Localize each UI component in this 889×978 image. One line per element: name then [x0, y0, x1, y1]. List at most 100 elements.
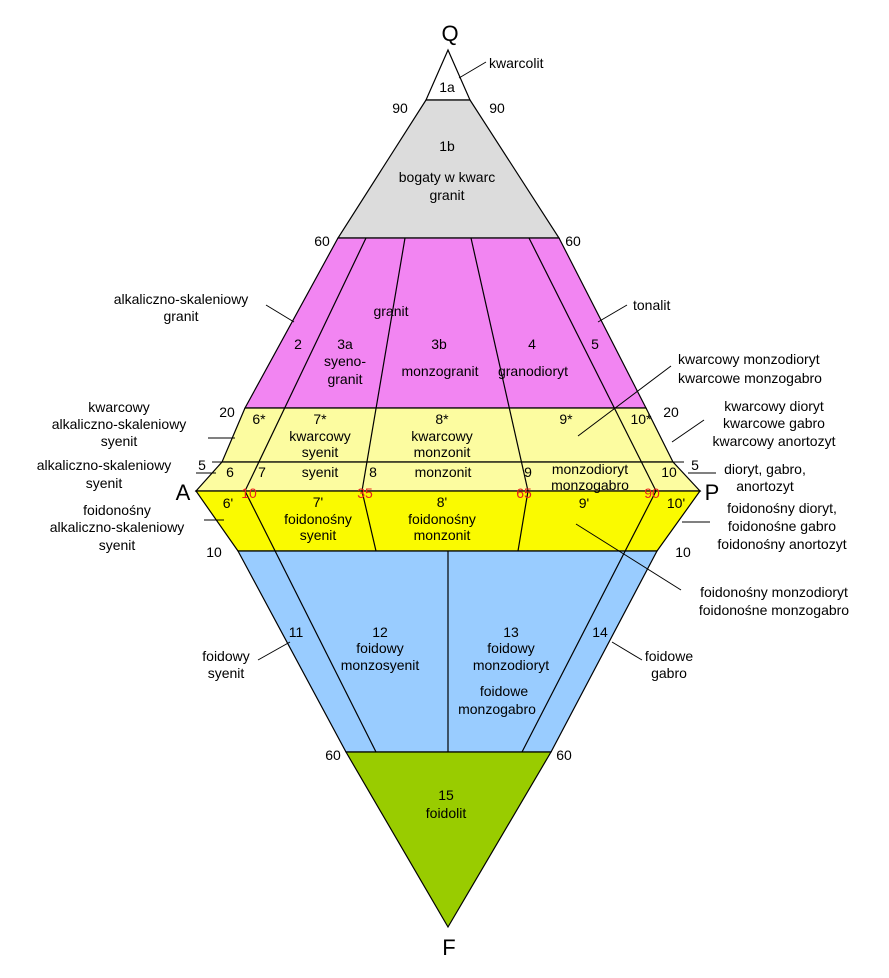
callout-kwarcolit: kwarcolit [489, 55, 544, 71]
label-13: 13 [503, 624, 519, 640]
callout-qd-2: kwarcowe gabro [723, 415, 825, 431]
label-8p-name2: monzonit [414, 527, 471, 543]
tick-f10-right: 10 [675, 544, 691, 560]
label-6: 6 [226, 464, 234, 480]
label-7s: 7* [313, 411, 327, 427]
tick-q5-left: 5 [198, 457, 206, 473]
label-11: 11 [289, 624, 304, 640]
vertex-labels: Q A P F [176, 21, 720, 960]
label-3-granit: granit [373, 303, 408, 319]
label-7p-name1: foidonośny [284, 511, 352, 527]
label-7s-name1: kwarcowy [289, 428, 350, 444]
callout-foid-alk-2: alkaliczno-skaleniowy [50, 519, 185, 535]
tick-q90-right: 90 [489, 100, 505, 116]
callout-tonalit: tonalit [633, 297, 670, 313]
tick-f10-left: 10 [206, 544, 222, 560]
callout-foid-dioryt-2: foidonośne gabro [728, 518, 836, 534]
tick-q20-left: 20 [219, 404, 235, 420]
division-lines [244, 237, 657, 753]
label-12: 12 [372, 624, 388, 640]
red-tick-10: 10 [241, 485, 257, 501]
label-13-name4: monzogabro [458, 701, 536, 717]
callout-dioryt-2: anortozyt [736, 478, 794, 494]
label-8-name: monzonit [415, 464, 472, 480]
label-3a: 3a [337, 336, 353, 352]
callout-foidowe-gabro-1: foidowe [645, 648, 693, 664]
callout-q-alk-syenit-2: alkaliczno-skaleniowy [52, 416, 187, 432]
tick-q90-left: 90 [392, 100, 408, 116]
callout-labels: kwarcolit alkaliczno-skaleniowy granit t… [37, 55, 850, 681]
tick-f60-left: 60 [325, 747, 341, 763]
tick-q20-right: 20 [663, 404, 679, 420]
callout-alk-granit-1: alkaliczno-skaleniowy [114, 291, 249, 307]
callout-foid-mzd-2: foidonośne monzogabro [699, 602, 849, 618]
callout-foidowe-gabro-2: gabro [651, 665, 687, 681]
label-7s-name2: syenit [302, 444, 339, 460]
tick-q60-left: 60 [314, 233, 330, 249]
label-6p: 6' [223, 495, 233, 511]
callout-foid-alk-1: foidonośny [83, 502, 151, 518]
red-tick-90: 90 [644, 485, 660, 501]
divline-65-upper [470, 237, 529, 492]
label-5: 5 [591, 336, 599, 352]
label-12-name1: foidowy [356, 640, 403, 656]
label-8s: 8* [435, 411, 449, 427]
label-14: 14 [592, 624, 608, 640]
vertex-a: A [176, 480, 191, 505]
label-7p: 7' [313, 494, 323, 510]
divline-35-upper [361, 237, 406, 492]
label-8p-name1: foidonośny [408, 511, 476, 527]
label-8: 8 [369, 464, 377, 480]
callout-foid-mzd-1: foidonośny monzodioryt [700, 584, 848, 600]
red-tick-35: 35 [357, 485, 373, 501]
divline-10-lower [244, 490, 377, 753]
callout-qd-3: kwarcowy anortozyt [713, 433, 836, 449]
tick-f60-right: 60 [556, 747, 572, 763]
tick-q5-right: 5 [691, 457, 699, 473]
red-tick-65: 65 [516, 485, 532, 501]
label-3a-name1: syeno- [324, 353, 366, 369]
label-9s: 9* [559, 411, 573, 427]
label-15-name: foidolit [426, 805, 467, 821]
label-7: 7 [258, 464, 266, 480]
region-foidolite [344, 751, 553, 929]
divline-35-lower [361, 490, 377, 552]
label-15: 15 [438, 787, 454, 803]
label-10: 10 [661, 464, 677, 480]
label-8p: 8' [437, 494, 447, 510]
red-ticks: 10 35 65 90 [241, 485, 660, 501]
label-9-name2: monzogabro [551, 477, 629, 493]
callout-qmd-2: kwarcowe monzogabro [678, 370, 822, 386]
callout-foid-dioryt-1: foidonośny dioryt, [727, 500, 837, 516]
callout-alk-syenit-2: syenit [86, 475, 123, 491]
callout-dioryt-1: dioryt, gabro, [724, 461, 806, 477]
tick-q60-right: 60 [565, 233, 581, 249]
label-7p-name2: syenit [300, 527, 337, 543]
label-9-name1: monzodioryt [552, 461, 628, 477]
label-10s: 10* [630, 411, 652, 427]
divline-90-lower [521, 490, 657, 753]
label-1b: 1b [439, 138, 455, 154]
label-13-name1: foidowy [487, 640, 534, 656]
callout-foidowy-syenit-1: foidowy [202, 648, 249, 664]
label-6s: 6* [252, 411, 266, 427]
callout-alk-syenit-1: alkaliczno-skaleniowy [37, 457, 172, 473]
callout-qd-1: kwarcowy dioryt [724, 398, 824, 414]
callout-foid-dioryt-3: foidonośny anortozyt [717, 536, 846, 552]
label-1b-name2: granit [429, 187, 464, 203]
label-13-name2: monzodioryt [473, 657, 549, 673]
divline-10-upper [244, 237, 367, 492]
leader-lines [196, 61, 716, 661]
label-4: 4 [528, 336, 536, 352]
vertex-q: Q [441, 21, 458, 46]
callout-qmd-1: kwarcowy monzodioryt [678, 351, 820, 367]
callout-alk-granit-2: granit [163, 308, 198, 324]
label-13-name3: foidowe [480, 683, 528, 699]
label-10p: 10' [667, 495, 685, 511]
region-granitoid [243, 237, 647, 409]
vertex-f: F [442, 935, 455, 960]
label-4-name: granodioryt [498, 363, 568, 379]
callout-foidowy-syenit-2: syenit [208, 665, 245, 681]
callout-foid-alk-3: syenit [99, 537, 136, 553]
